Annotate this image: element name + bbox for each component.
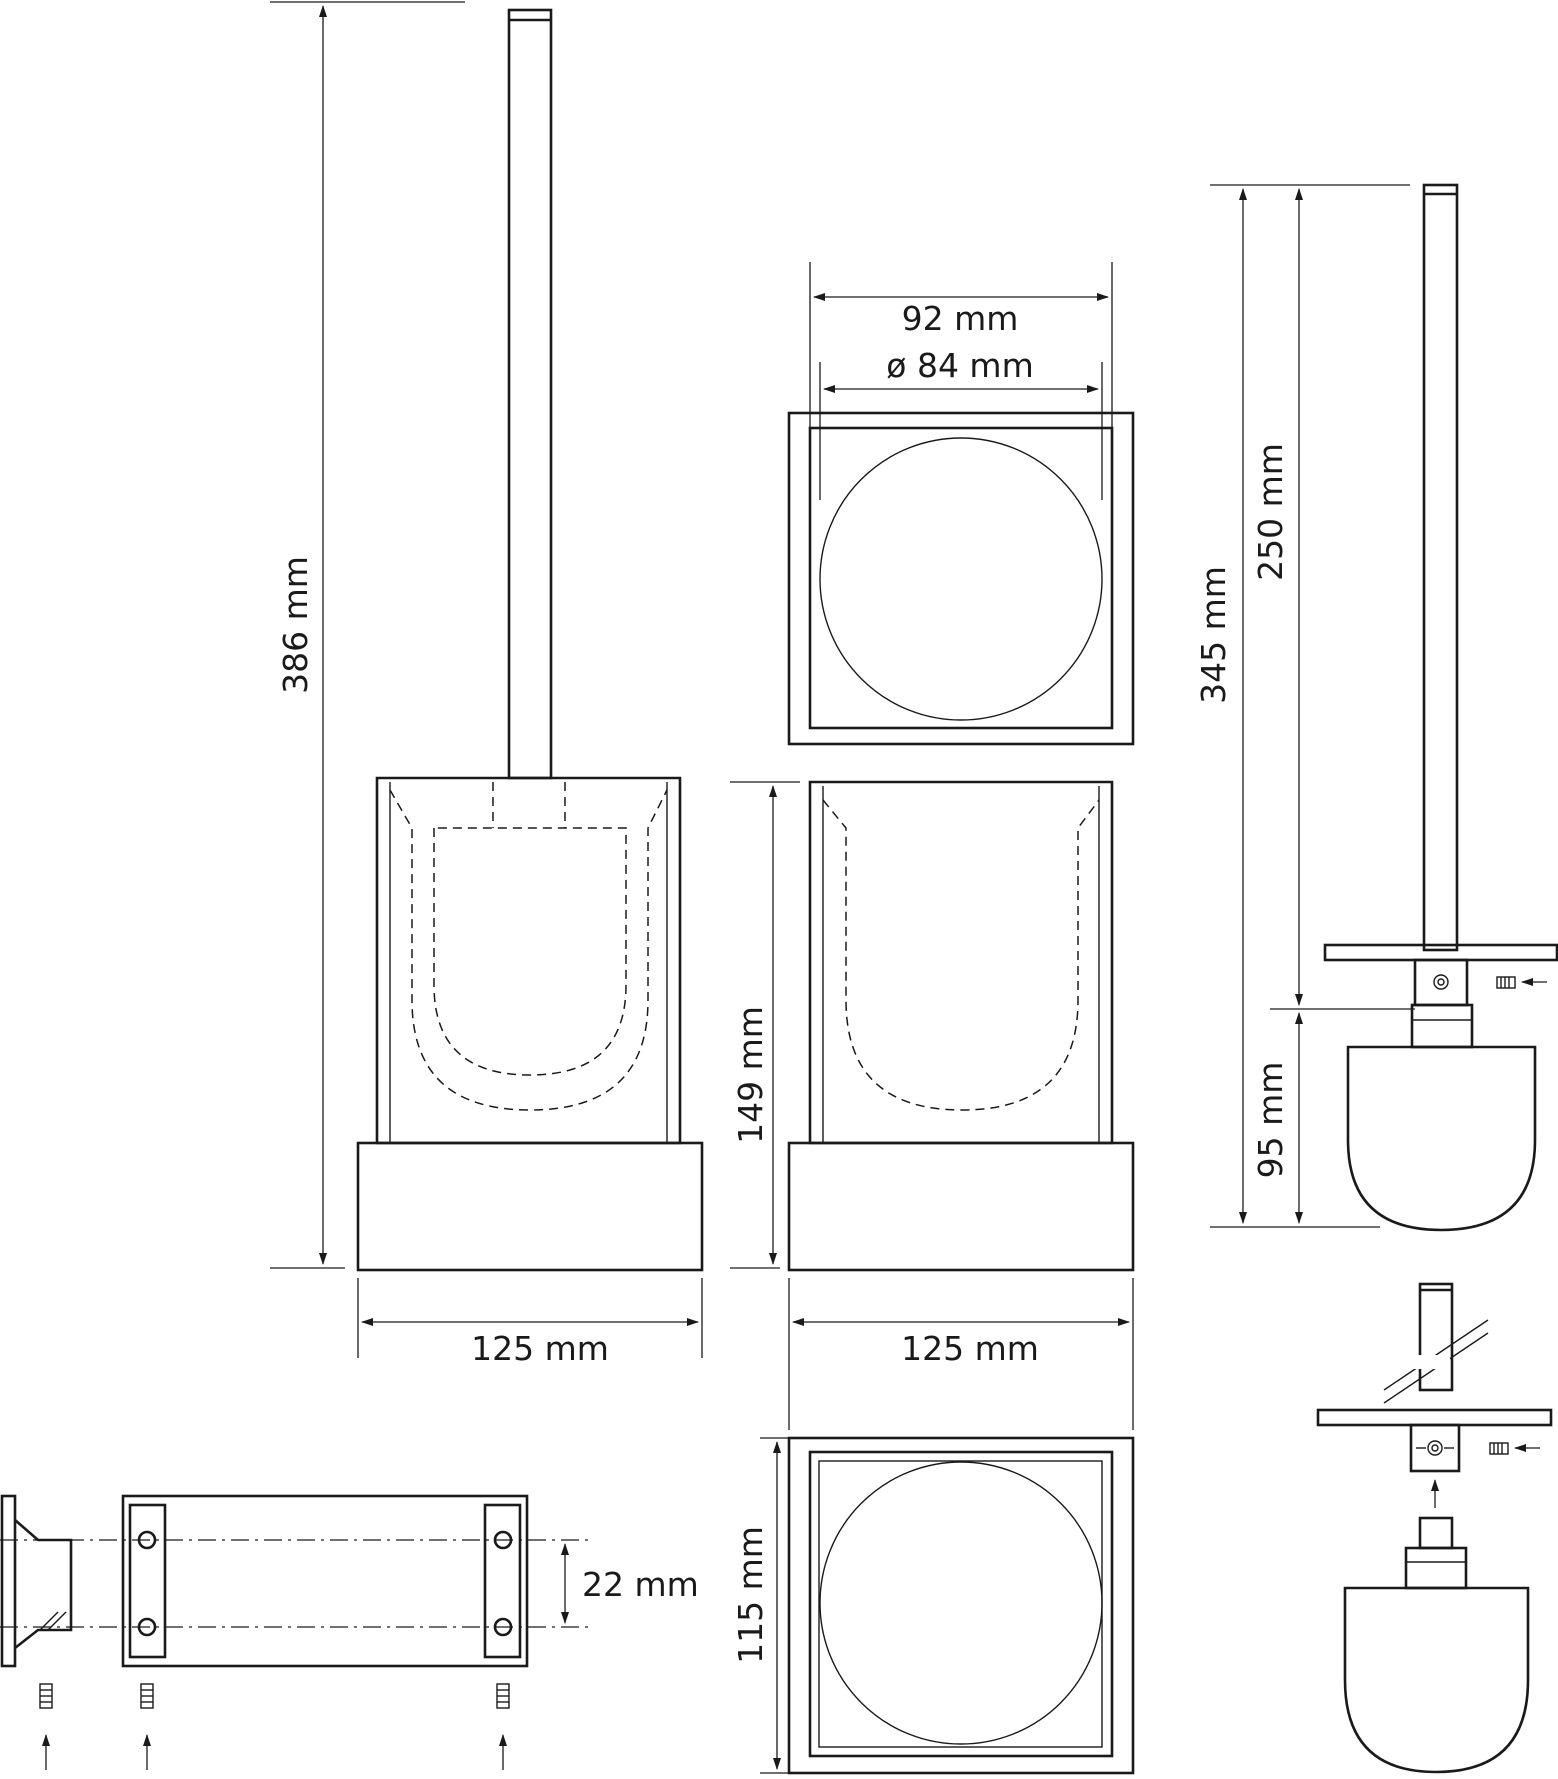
dimension-115: 115 mm: [731, 1437, 800, 1774]
dimension-125-left: 125 mm: [357, 1278, 703, 1368]
screw-1: [39, 1683, 53, 1770]
dimension-95: 95 mm: [1251, 1012, 1303, 1224]
dimension-92: 92 mm: [809, 262, 1113, 500]
screw-3: [496, 1683, 510, 1770]
dimension-386: 386 mm: [270, 1, 465, 1269]
dimension-22: 22 mm: [561, 1543, 699, 1624]
brush-side-view: [1323, 183, 1558, 1232]
lid-top-view: [787, 411, 1135, 746]
dimension-22-label: 22 mm: [582, 1565, 699, 1604]
wall-mount-detail: [0, 1494, 590, 1770]
dimension-125-right-label: 125 mm: [901, 1329, 1039, 1368]
dimension-92-label: 92 mm: [902, 299, 1019, 338]
dimension-250: 250 mm: [1251, 188, 1415, 1010]
dimension-115-label: 115 mm: [731, 1526, 770, 1664]
container-front-view: [787, 780, 1135, 1272]
front-view-assembled: [356, 8, 704, 1272]
dimension-149-label: 149 mm: [731, 1006, 770, 1144]
screw-2: [140, 1683, 154, 1770]
dimension-250-label: 250 mm: [1251, 443, 1290, 581]
dimension-386-label: 386 mm: [276, 556, 315, 694]
dimension-84: ø 84 mm: [819, 346, 1103, 500]
dimension-149: 149 mm: [730, 781, 800, 1269]
dimension-125-left-label: 125 mm: [471, 1329, 609, 1368]
dimension-95-label: 95 mm: [1251, 1062, 1290, 1179]
dimension-125-right: 125 mm: [788, 1278, 1134, 1430]
dimension-345: 345 mm: [1194, 184, 1410, 1228]
brush-exploded-detail: [1316, 1282, 1553, 1774]
base-top-view: [787, 1436, 1135, 1775]
dimension-345-label: 345 mm: [1194, 566, 1233, 704]
dimension-84-label: ø 84 mm: [886, 346, 1033, 385]
